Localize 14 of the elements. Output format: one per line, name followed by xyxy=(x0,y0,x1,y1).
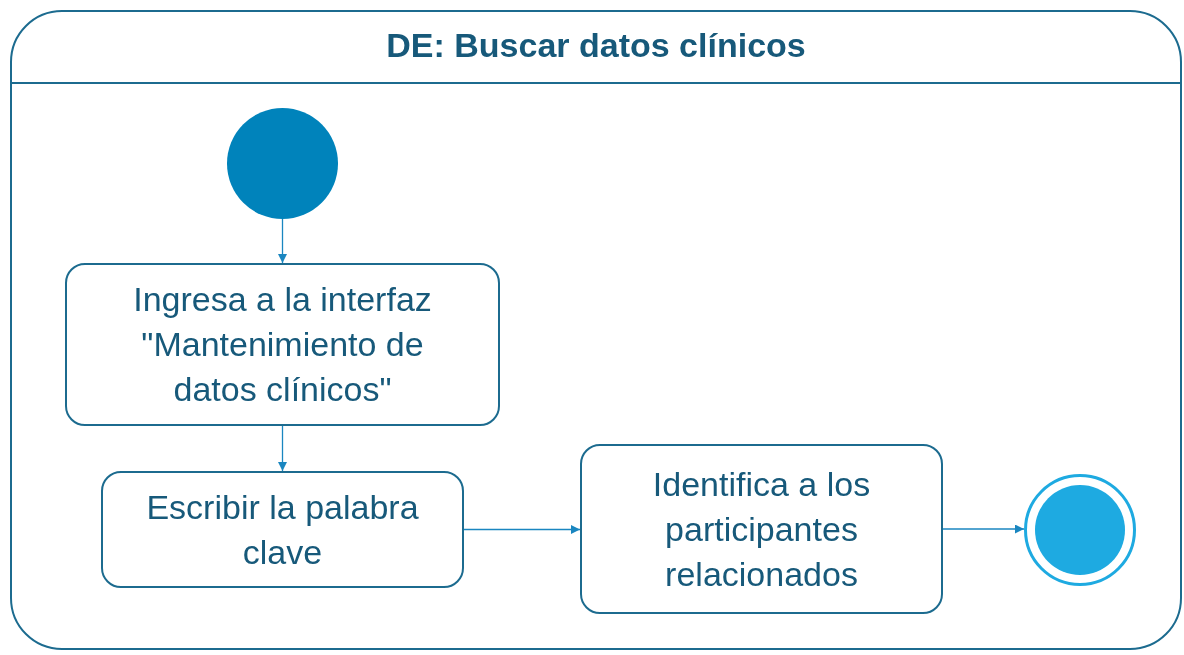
arrow xyxy=(278,218,287,264)
initial-node xyxy=(227,108,338,219)
action-box xyxy=(65,263,500,426)
arrow xyxy=(463,525,581,534)
diagram-frame xyxy=(10,10,1182,650)
action-text: Identifica a los participantes relacionados xyxy=(651,463,872,595)
arrow xyxy=(278,425,287,472)
final-node xyxy=(1024,474,1136,586)
action-box xyxy=(580,444,943,614)
action-box xyxy=(101,471,464,588)
action-text: Ingresa a la interfaz "Mantenimiento de datos clínicos" xyxy=(132,279,433,410)
frame-title: DE: Buscar datos clínicos xyxy=(385,26,807,65)
action-text: Escribir la palabra clave xyxy=(145,486,420,573)
arrow xyxy=(942,524,1025,534)
